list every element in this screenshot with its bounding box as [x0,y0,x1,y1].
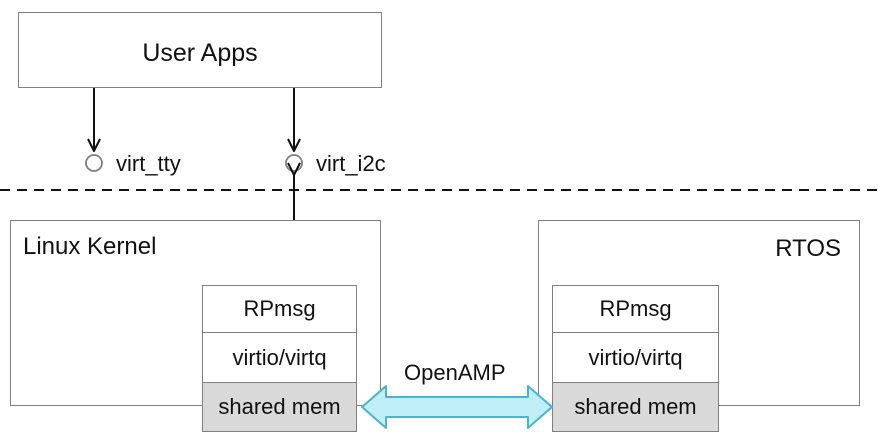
virt-tty-circle [85,154,103,172]
user-apps-box: User Apps [18,12,382,88]
openamp-arrow-shape [361,385,553,429]
linux-kernel-label: Linux Kernel [23,233,157,260]
rtos-rpmsg-layer: RPmsg [552,285,719,333]
rtos-shared-mem-layer: shared mem [552,382,719,432]
linux-virtio-layer: virtio/virtq [202,332,357,383]
user-apps-label: User Apps [142,39,258,67]
rtos-virtio-layer: virtio/virtq [552,332,719,383]
openamp-link-arrow [361,385,553,429]
rtos-label: RTOS [775,235,841,262]
virt-tty-label: virt_tty [116,151,181,176]
virt-i2c-circle [285,154,303,172]
linux-shared-mem-layer: shared mem [202,382,357,432]
virt-i2c-label: virt_i2c [316,151,386,176]
openamp-label: OpenAMP [404,360,506,385]
linux-rpmsg-layer: RPmsg [202,285,357,333]
